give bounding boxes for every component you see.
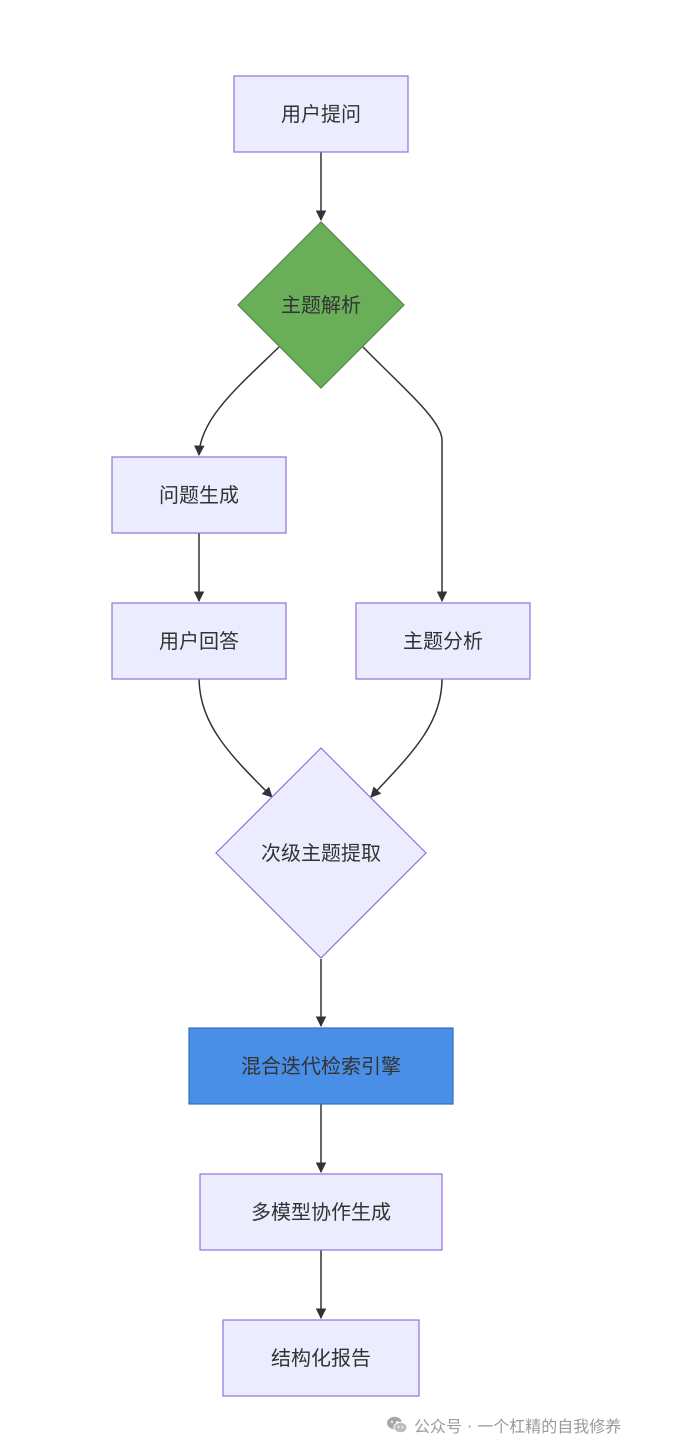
edge-user-answer-to-subtopic-extraction [198,678,273,798]
node-topic-analysis[interactable]: 主题分析 [355,602,531,680]
node-question-generation[interactable]: 问题生成 [111,456,287,534]
node-topic-analysis-label: 主题分析 [403,629,483,653]
node-user-answer-label: 用户回答 [159,629,239,653]
node-topic-parsing-label: 主题解析 [281,293,361,317]
node-user-question[interactable]: 用户提问 [233,75,409,153]
node-structured-report[interactable]: 结构化报告 [222,1319,420,1397]
node-question-generation-label: 问题生成 [159,483,239,507]
edge-topic-parsing-to-question-generation [194,346,280,457]
node-multi-model-generation[interactable]: 多模型协作生成 [199,1173,443,1251]
node-user-answer[interactable]: 用户回答 [111,602,287,680]
watermark: 公众号 · 一个杠精的自我修养 [386,1411,621,1439]
node-subtopic-extraction[interactable]: 次级主题提取 [215,747,427,959]
watermark-text: 公众号 · 一个杠精的自我修养 [414,1417,622,1436]
wechat-icon [387,1416,408,1434]
edge-topic-parsing-to-topic-analysis [362,346,448,603]
node-subtopic-extraction-label: 次级主题提取 [261,841,381,865]
node-hybrid-search-engine-label: 混合迭代检索引擎 [241,1054,401,1078]
edges [193,152,448,1320]
node-structured-report-label: 结构化报告 [271,1346,371,1370]
node-topic-parsing[interactable]: 主题解析 [237,221,405,389]
node-user-question-label: 用户提问 [281,102,361,126]
node-hybrid-search-engine[interactable]: 混合迭代检索引擎 [188,1027,454,1105]
edge-topic-analysis-to-subtopic-extraction [370,678,443,798]
node-multi-model-generation-label: 多模型协作生成 [251,1200,391,1224]
